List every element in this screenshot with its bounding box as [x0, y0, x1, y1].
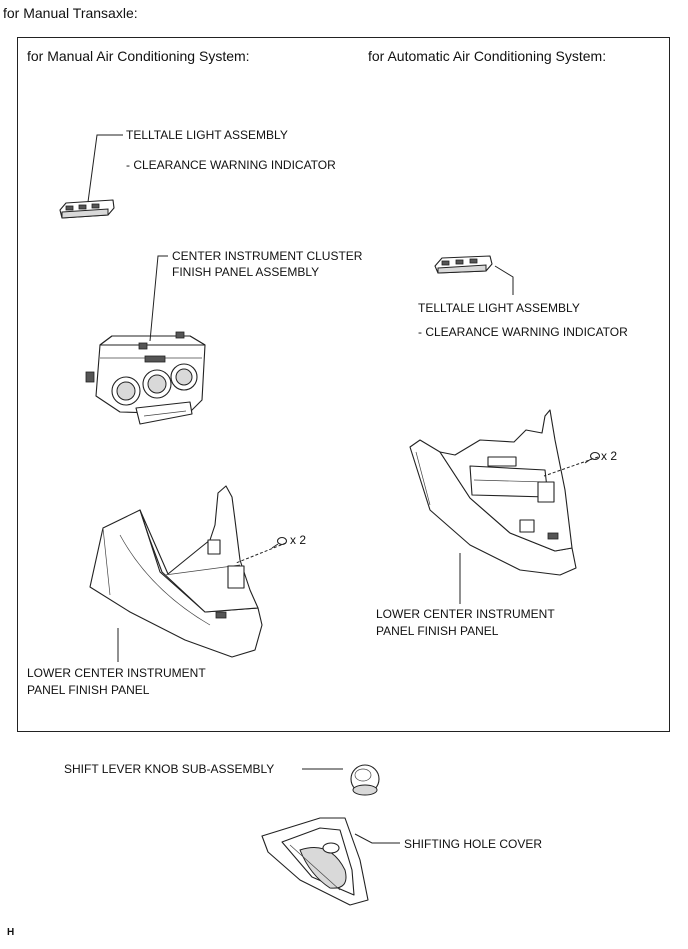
lower-left-label-line2: PANEL FINISH PANEL — [27, 683, 150, 697]
center-cluster-label-line2: FINISH PANEL ASSEMBLY — [172, 265, 320, 279]
figure-code: H — [7, 927, 15, 938]
screw-right-dash — [543, 456, 599, 477]
telltale-left-label-line1: TELLTALE LIGHT ASSEMBLY — [126, 128, 288, 142]
shifting-cover-leader — [354, 833, 400, 844]
automatic-ac-heading: for Automatic Air Conditioning System: — [368, 48, 607, 64]
screw-left-dash — [235, 542, 287, 564]
screw-left-part — [271, 536, 288, 549]
shifting-cover-label: SHIFTING HOLE COVER — [404, 837, 543, 851]
center-cluster-label-line1: CENTER INSTRUMENT CLUSTER — [172, 249, 363, 263]
ac-system-frame — [17, 37, 670, 732]
manual-ac-heading: for Manual Air Conditioning System: — [27, 48, 250, 64]
shifting-hole-cover-part — [261, 817, 369, 906]
center-cluster-leader — [149, 255, 168, 342]
lower-panel-left-part — [89, 485, 263, 658]
lower-right-label-line2: PANEL FINISH PANEL — [376, 624, 499, 638]
telltale-left-label-line2: - CLEARANCE WARNING INDICATOR — [126, 158, 336, 172]
shift-knob-label: SHIFT LEVER KNOB SUB-ASSEMBLY — [64, 762, 275, 776]
lower-panel-right-part — [409, 409, 577, 576]
telltale-right-label-line1: TELLTALE LIGHT ASSEMBLY — [418, 301, 580, 315]
lower-left-label-line1: LOWER CENTER INSTRUMENT — [27, 666, 206, 680]
telltale-right-leader — [494, 265, 514, 295]
telltale-light-left-part — [59, 199, 115, 219]
lower-right-label-line1: LOWER CENTER INSTRUMENT — [376, 607, 555, 621]
shift-knob-part — [350, 764, 380, 796]
screw-left-qty: x 2 — [290, 533, 307, 547]
telltale-right-label-line2: - CLEARANCE WARNING INDICATOR — [418, 325, 628, 339]
page-title: for Manual Transaxle: — [3, 5, 138, 21]
screw-right-qty: x 2 — [601, 449, 618, 463]
telltale-light-right-part — [434, 255, 493, 274]
center-cluster-panel-part — [85, 331, 206, 425]
telltale-left-leader — [87, 134, 123, 203]
